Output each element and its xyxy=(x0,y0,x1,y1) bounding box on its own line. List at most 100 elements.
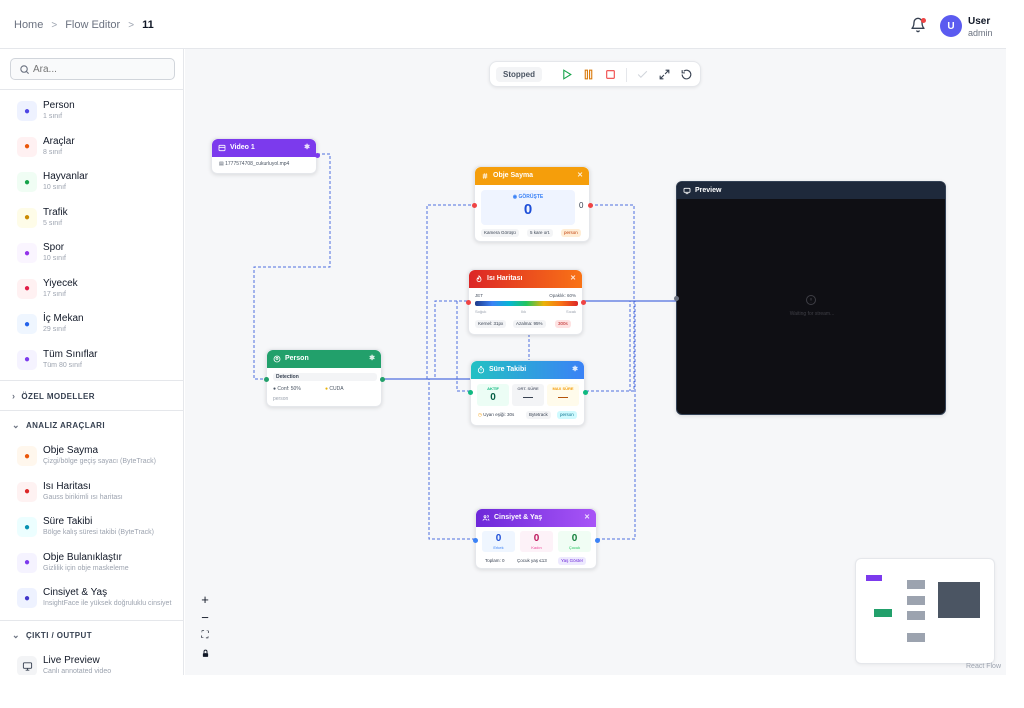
chevron-down-icon: ⌄ xyxy=(12,420,20,430)
stat-value: 0 xyxy=(495,533,502,544)
output-port[interactable] xyxy=(583,390,588,395)
section-output[interactable]: ⌄ ÇIKTI / OUTPUT xyxy=(12,630,92,641)
stat-value: 0 xyxy=(490,392,496,403)
react-flow-attribution[interactable]: React Flow xyxy=(966,663,1002,670)
flow-canvas[interactable]: Stopped Video 1 ✱ ▤ 1777574708_cukurluyo… xyxy=(185,49,1006,675)
stat-label: ORT. SÜRE xyxy=(517,386,539,391)
node-settings-icon[interactable]: ✱ xyxy=(572,366,578,373)
input-port[interactable] xyxy=(472,203,477,208)
zoom-in-icon[interactable]: + xyxy=(201,591,209,607)
node-title: Preview xyxy=(695,187,722,194)
sidebar-item-live-preview[interactable]: Live Preview Canlı annotated video xyxy=(0,650,183,675)
node-heatmap[interactable]: Isı Haritası ✕ JET Opaklık: 60% Soğuk Il… xyxy=(466,269,586,335)
monitor-icon xyxy=(683,187,691,195)
search-input[interactable] xyxy=(33,62,169,77)
fullscreen-icon[interactable] xyxy=(658,68,671,81)
video-file: 1777574708_cukurluyol.mp4 xyxy=(225,161,290,167)
node-gender-age[interactable]: Cinsiyet & Yaş ✕ 0 Erkek 0 Kadın 0 Çocuk… xyxy=(473,508,600,569)
flame-icon xyxy=(476,275,482,283)
input-port[interactable] xyxy=(264,377,269,382)
layers-icon: ● xyxy=(17,349,37,370)
input-port[interactable] xyxy=(468,390,473,395)
breadcrumb-flow-editor[interactable]: Flow Editor xyxy=(65,19,121,31)
node-preview[interactable]: Preview Waiting for stream... xyxy=(674,181,946,415)
minimap[interactable] xyxy=(855,558,995,664)
chip-class: person xyxy=(557,411,577,419)
output-port[interactable] xyxy=(581,300,586,305)
node-header: Cinsiyet & Yaş ✕ xyxy=(476,509,596,527)
close-icon[interactable]: ✕ xyxy=(584,514,590,521)
stat-label: Kadın xyxy=(531,545,542,550)
node-object-count[interactable]: Obje Sayma ✕ ◉ GÖRÜŞTE 0 0 Kamera Görüşü… xyxy=(472,166,593,242)
node-header: Süre Takibi ✱ xyxy=(471,361,584,379)
reset-icon[interactable] xyxy=(680,68,693,81)
minimap-node-count xyxy=(907,580,925,589)
avatar[interactable]: U xyxy=(940,15,962,37)
node-dwell-time[interactable]: Süre Takibi ✱ AKTİF 0 ORT. SÜRE — MAX SÜ… xyxy=(468,360,588,426)
zoom-out-icon[interactable]: − xyxy=(201,609,209,625)
sidebar-item-desc: Gauss birikimli ısı haritası xyxy=(43,493,123,501)
paw-icon: ● xyxy=(17,172,37,192)
close-icon[interactable]: ✕ xyxy=(577,172,583,179)
section-label: ÇIKTI / OUTPUT xyxy=(25,631,92,640)
mode-field[interactable]: Detection xyxy=(273,373,377,381)
count-label: ◉ GÖRÜŞTE xyxy=(512,194,544,200)
sidebar-item-desc: Canlı annotated video xyxy=(43,668,112,675)
output-port[interactable] xyxy=(315,153,320,158)
input-port[interactable] xyxy=(466,300,471,305)
divider xyxy=(0,410,183,411)
lock-icon[interactable] xyxy=(195,644,215,662)
close-icon[interactable]: ✕ xyxy=(570,275,576,282)
car-icon: ● xyxy=(17,136,37,157)
pause-icon[interactable] xyxy=(582,68,595,81)
sidebar-item-desc: Bölge kalış süresi takibi (ByteTrack) xyxy=(43,529,154,536)
count-value: 0 xyxy=(523,201,533,218)
stat-value: 0 xyxy=(571,533,578,544)
output-port[interactable] xyxy=(380,377,385,382)
input-port[interactable] xyxy=(674,296,679,301)
breadcrumb-separator-icon: > xyxy=(51,19,58,31)
check-icon[interactable] xyxy=(636,68,649,81)
play-icon[interactable] xyxy=(560,68,573,81)
node-settings-icon[interactable]: ✱ xyxy=(369,355,375,362)
minimap-node-person xyxy=(874,609,892,617)
section-analysis-tools[interactable]: ⌄ ANALIZ ARAÇLARI xyxy=(12,420,105,431)
output-port[interactable] xyxy=(588,203,593,208)
stat-female: 0 Kadın xyxy=(520,531,553,552)
breadcrumb-home[interactable]: Home xyxy=(14,19,44,31)
hash-icon: ● xyxy=(17,446,37,466)
ball-icon: ● xyxy=(17,243,37,263)
node-settings-icon[interactable]: ✱ xyxy=(304,144,310,151)
person-icon xyxy=(273,355,281,363)
input-port[interactable] xyxy=(473,538,478,543)
sidebar-item-count: 10 sınıf xyxy=(43,184,66,191)
sidebar-item-label: Hayvanlar xyxy=(43,171,89,182)
sidebar-item-label: Süre Takibi xyxy=(43,516,93,527)
bell-icon[interactable] xyxy=(910,17,926,33)
chip-total: Toplam: 0 xyxy=(485,558,505,563)
stop-icon[interactable] xyxy=(604,68,617,81)
sidebar-item-category[interactable]: ● Hayvanlar 10 sınıf xyxy=(0,166,183,200)
section-custom-models[interactable]: › ÖZEL MODELLER xyxy=(12,391,95,401)
breadcrumb: Home > Flow Editor > 11 xyxy=(14,19,154,31)
node-person[interactable]: Person ✱ Detection ● Conf: 50% ● CUDA pe… xyxy=(264,349,385,407)
film-icon xyxy=(218,144,226,152)
fit-view-icon[interactable]: ⛶ xyxy=(201,629,209,641)
sidebar-item-label: Isı Haritası xyxy=(43,480,91,492)
node-video[interactable]: Video 1 ✱ ▤ 1777574708_cukurluyol.mp4 xyxy=(211,138,320,174)
output-port[interactable] xyxy=(595,538,600,543)
cone-icon: ● xyxy=(17,207,37,228)
